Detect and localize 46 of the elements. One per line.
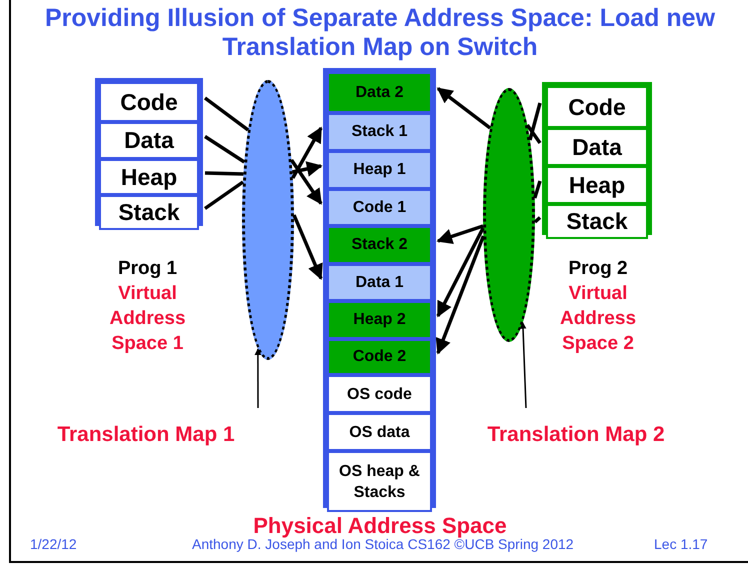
node-label: Virtual Address Space 1 [108, 282, 187, 356]
memory-segment: Data [546, 128, 648, 166]
callout-label: Translation Map 2 [466, 420, 686, 450]
slide-date: 1/22/12 [30, 536, 77, 552]
node-label: Prog 1 [116, 257, 178, 281]
node-label: Virtual Address Space 2 [558, 282, 638, 356]
slide-title: Providing Illusion of Separate Address Space: Load new Translation Map on Switch [44, 4, 716, 62]
memory-segment: Stack 1 [327, 113, 432, 151]
mapping-line [204, 96, 250, 132]
mapping-line [526, 124, 542, 144]
memory-segment: Data [99, 122, 199, 159]
mapping-line [204, 171, 244, 176]
memory-segment: Heap 1 [327, 151, 432, 189]
mapping-line [534, 216, 542, 224]
mapping-line [533, 180, 542, 199]
memory-segment: Heap 2 [327, 301, 432, 339]
memory-segment: Code 1 [327, 189, 432, 226]
mapping-arrow [436, 224, 484, 244]
pointer-arrow [254, 348, 262, 408]
node-label: Physical Address Space [252, 513, 508, 538]
memory-segment: Stack 2 [327, 226, 432, 264]
mapping-arrow [291, 126, 323, 179]
mapping-line [204, 180, 244, 210]
memory-segment: Code 2 [327, 339, 432, 375]
memory-segment: OS data [327, 413, 432, 451]
memory-segment: Data 1 [327, 264, 432, 301]
memory-segment: Code [546, 86, 648, 128]
node-label: Prog 2 [567, 257, 629, 281]
memory-segment: Heap [546, 166, 648, 204]
mapping-arrow [436, 235, 486, 354]
mapping-arrow [436, 227, 485, 318]
memory-segment: OS heap & Stacks [327, 451, 432, 512]
mapping-line [204, 135, 246, 164]
memory-segment: Data 2 [327, 72, 432, 113]
mapping-arrow [290, 159, 322, 205]
callout-label: Translation Map 1 [36, 420, 256, 450]
memory-segment: OS code [327, 375, 432, 413]
memory-segment: Stack [99, 195, 199, 230]
memory-segment: Stack [546, 204, 648, 239]
memory-segment: Heap [99, 159, 199, 195]
pointer-arrow [520, 322, 527, 408]
slide-number: Lec 1.17 [654, 536, 708, 552]
mapping-arrow [292, 214, 323, 280]
memory-segment: Code [99, 82, 199, 122]
mapping-arrow [292, 161, 323, 177]
mapping-arrow [436, 87, 492, 130]
